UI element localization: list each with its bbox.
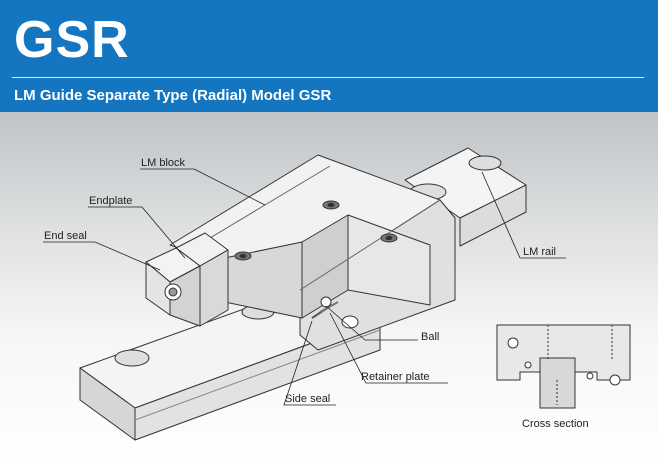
ball [320,296,332,308]
label-lm-rail: LM rail [523,246,557,258]
header-bar: GSR LM Guide Separate Type (Radial) Mode… [0,0,658,112]
lm-block [169,154,456,351]
label-ball: Ball [421,331,440,343]
page-subtitle: LM Guide Separate Type (Radial) Model GS… [14,87,332,104]
retainer-plate [319,301,339,313]
header-divider [12,77,644,78]
label-cross-section: Cross section [522,418,589,430]
page-title: GSR [14,11,130,69]
cross-section-drawing [496,324,631,409]
label-retainer-plate: Retainer plate [361,371,430,383]
label-end-seal: End seal [44,230,87,242]
label-endplate: Endplate [89,195,133,207]
label-side-seal: Side seal [285,393,331,405]
leader-lines [43,168,566,406]
label-lm-block: LM block [141,157,186,169]
end-seal [145,247,201,327]
